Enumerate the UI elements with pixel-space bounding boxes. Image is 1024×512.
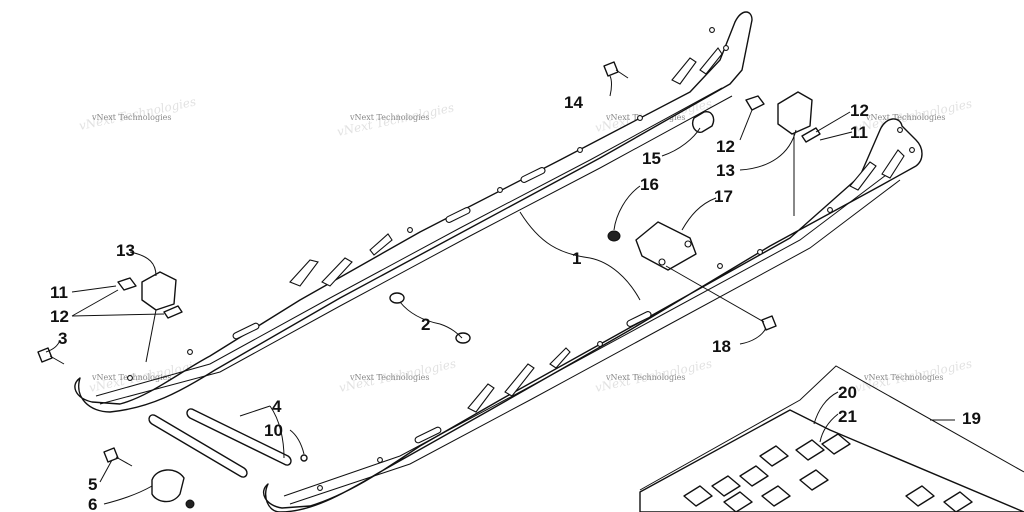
callout-13-right: 13 [716,161,735,180]
bumper-icon [151,469,185,503]
rail-cutout [699,47,723,75]
callout-11-left: 11 [50,283,68,302]
nut-icon [185,499,195,509]
callout-1: 1 [572,249,581,268]
rail-cutout [849,161,877,191]
callout-11-right: 11 [850,123,868,142]
rail-hole [909,147,915,153]
bolt-icon [103,447,119,463]
callout-13-left: 13 [116,241,135,260]
callouts: 1 2 3 4 5 6 10 11 11 12 12 12 13 13 14 1… [50,93,981,512]
rail-slot [414,426,442,444]
nut-icon [607,230,621,242]
watermark-text: vNext Technologies [863,373,943,382]
bolt-icon [761,315,777,331]
hardware [37,61,821,509]
rail-hole [577,147,583,153]
rail-cutout [369,233,393,256]
washer-icon [300,454,308,462]
rail-slot [232,322,260,340]
cross-shafts [148,292,471,478]
rail-slot [445,207,471,223]
clip-icon [801,127,821,143]
rail-hole [127,375,133,381]
retainer-block-icon [141,271,177,311]
track-lugs [683,433,973,512]
callout-20: 20 [838,383,857,402]
callout-2: 2 [421,315,430,334]
clip-icon [745,95,765,111]
rail-hole [317,485,323,491]
watermark-text: vNext Technologies [605,373,685,382]
rail-cutout [549,347,571,369]
rail-cutout [671,57,697,85]
rail-cutout [321,257,353,287]
rail-hole [709,27,715,33]
rail-hole [757,249,763,255]
rail-hole [377,457,383,463]
spacer-washer [389,292,405,304]
bracket-hole [658,258,666,266]
wear-slide-icon [692,111,715,133]
watermark-text: vNext Technologies [865,113,945,122]
watermark-text: vNext Technologies [349,113,429,122]
callout-16: 16 [640,175,659,194]
rail-hole [827,207,833,213]
track-section [639,365,1024,512]
callout-10: 10 [264,421,283,440]
rail-cutout [881,149,905,179]
callout-18: 18 [712,337,731,356]
callout-15: 15 [642,149,661,168]
rail-hole [187,349,193,355]
watermark-text: vNext Technologies [349,373,429,382]
callout-17: 17 [714,187,733,206]
rail-cutout [467,383,495,413]
callout-14: 14 [564,93,583,112]
rail-slot [520,167,546,183]
cross-shaft [148,414,248,478]
rail-hole [597,341,603,347]
callout-19: 19 [962,409,981,428]
rear-slide-rail [74,11,753,413]
leader-lines [45,75,955,505]
callout-5: 5 [88,475,97,494]
cross-shaft [186,408,292,466]
clip-icon [163,305,183,319]
front-slide-rail [263,118,923,512]
rail-hole [717,263,723,269]
callout-4: 4 [272,397,282,416]
bracket-icon [635,221,697,271]
callout-12-left: 12 [50,307,69,326]
rail-hole [897,127,903,133]
clip-icon [117,277,137,291]
rail-hole [637,115,643,121]
rail-cutout [504,363,535,397]
rail-slot [626,311,652,327]
rail-hole [407,227,413,233]
rail-hole [723,45,729,51]
bracket-hole [684,240,692,248]
rail-cutout [289,259,319,287]
callout-12-right: 12 [850,101,869,120]
watermarks: vNext Technologies vNext Technologies vN… [78,94,974,394]
retainer-block-icon [777,91,813,135]
watermark-text: vNext Technologies [91,113,171,122]
rail-hole [497,187,503,193]
callout-3: 3 [58,329,67,348]
callout-6: 6 [88,495,97,512]
callout-21: 21 [838,407,857,426]
callout-12-mid: 12 [716,137,735,156]
bolt-icon [603,61,619,77]
